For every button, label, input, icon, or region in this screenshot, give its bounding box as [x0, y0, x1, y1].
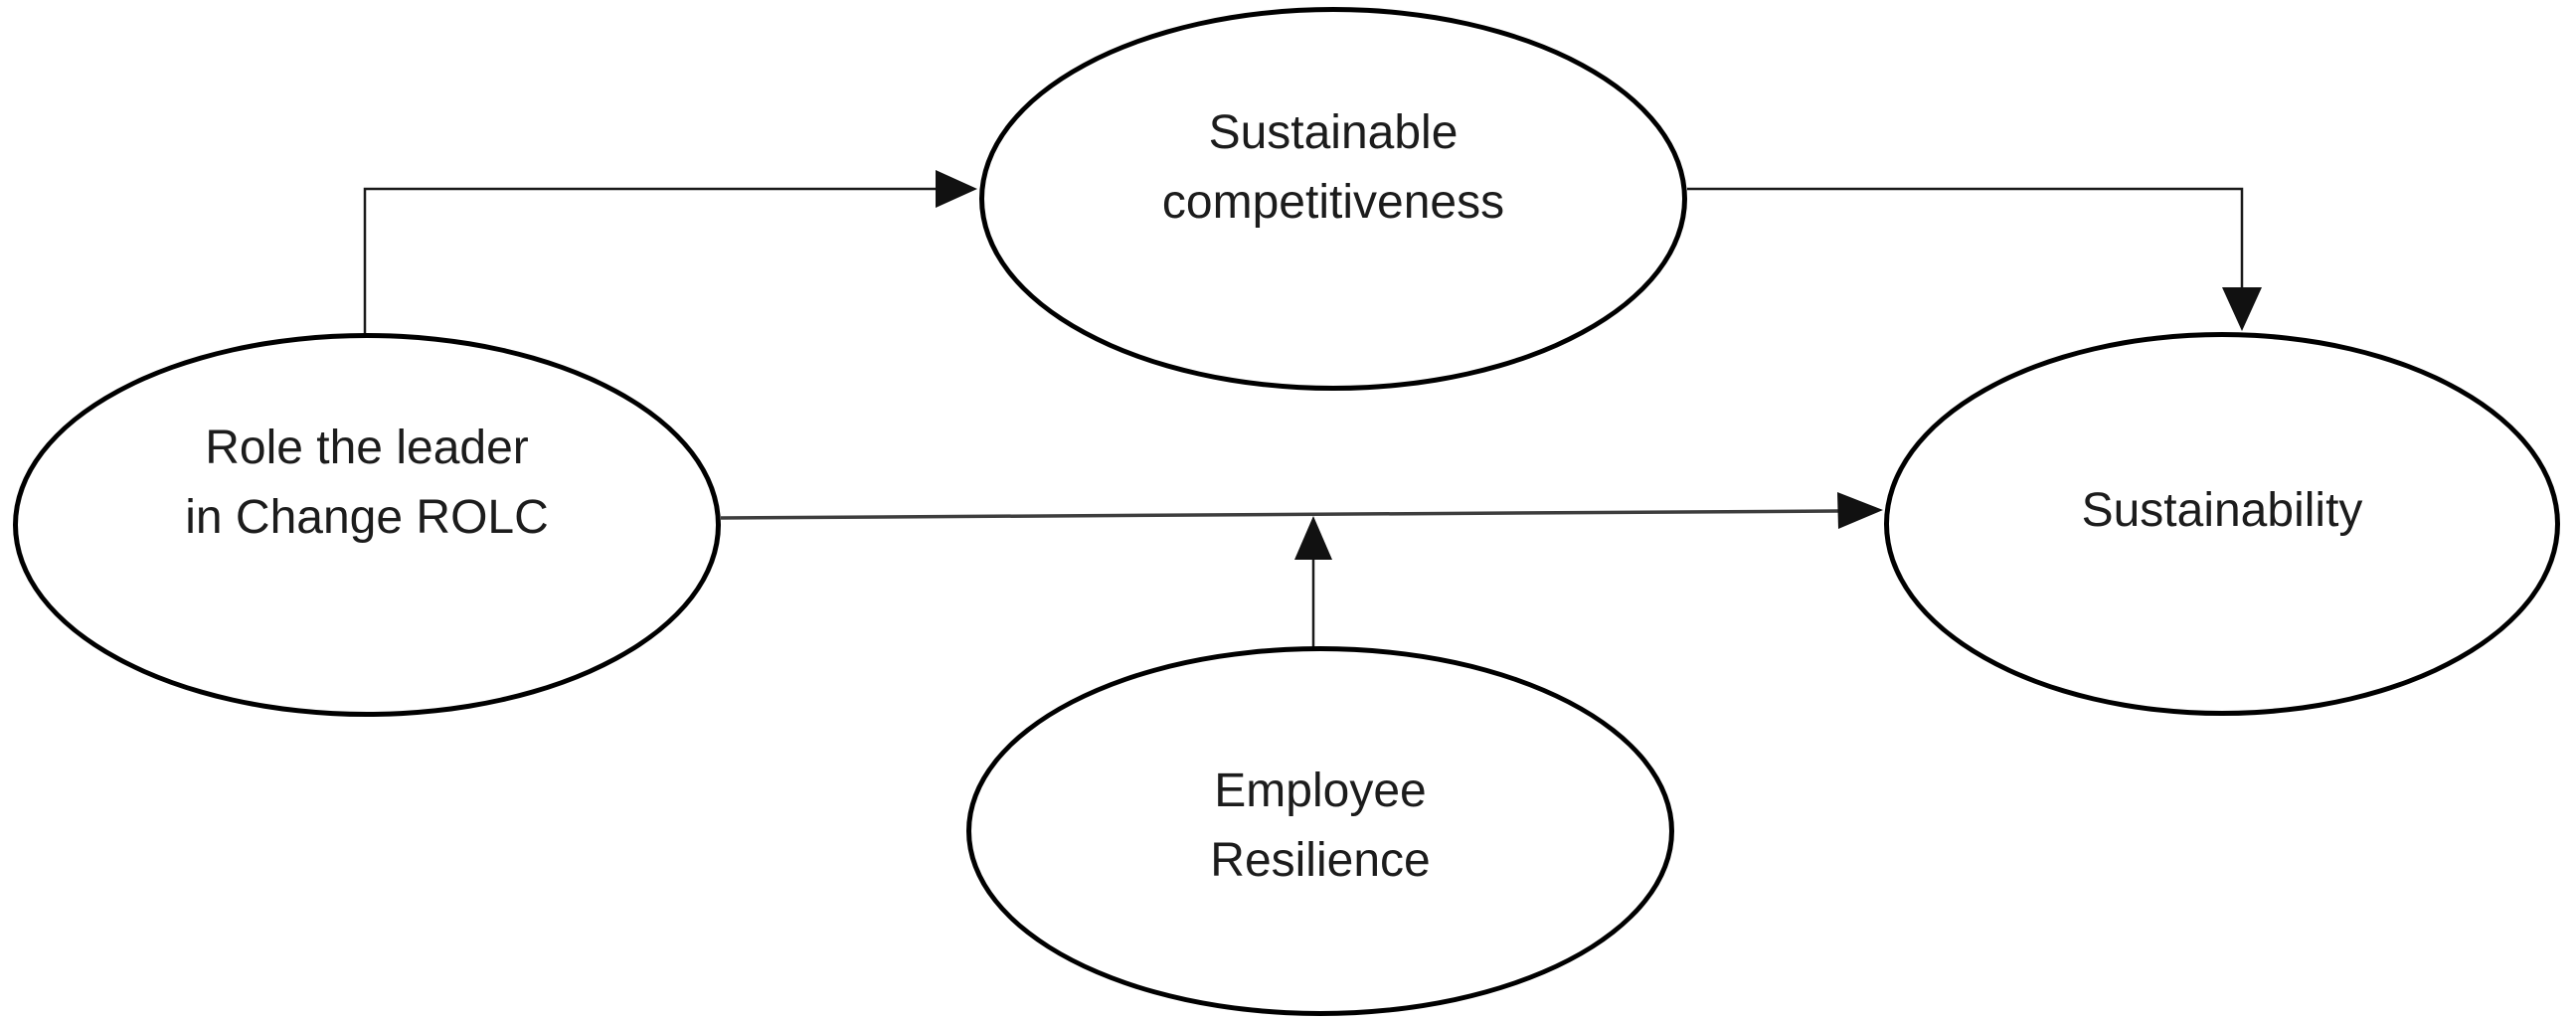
connector-line	[363, 187, 936, 334]
node-label-sustainability: Sustainability	[2082, 476, 2363, 546]
node-label-line: Resilience	[1210, 834, 1431, 887]
node-employee-resilience: Employee Resilience	[966, 646, 1674, 1016]
node-label-employee-resilience: Employee Resilience	[1210, 757, 1430, 896]
arrowhead-up-icon	[1294, 516, 1332, 560]
connector-rolc-to-sustainable-competitiveness	[363, 170, 977, 334]
node-label-line: competitiveness	[1161, 176, 1505, 229]
node-label-sustainable-competitiveness: Sustainable competitiveness	[1162, 98, 1504, 238]
node-sustainable-competitiveness: Sustainable competitiveness	[979, 7, 1687, 391]
node-label-line: Sustainable	[1208, 106, 1459, 159]
arrowhead-right-icon	[936, 170, 977, 208]
connector-employee-resilience-to-rolc-sustainability-line	[1294, 516, 1332, 647]
node-label-rolc: Role the leader in Change ROLC	[185, 414, 549, 553]
connector-line	[720, 509, 1840, 520]
arrowhead-right-icon	[1837, 492, 1883, 529]
node-sustainability: Sustainability	[1884, 332, 2560, 716]
connector-rolc-to-sustainability	[720, 492, 1883, 529]
connector-line	[1687, 187, 2244, 289]
node-label-line: Sustainability	[2081, 484, 2363, 537]
node-label-line: Role the leader	[205, 422, 529, 474]
connector-sustainable-competitiveness-to-sustainability	[1687, 187, 2262, 331]
node-role-the-leader-in-change-rolc: Role the leader in Change ROLC	[13, 333, 721, 717]
node-label-line: Employee	[1214, 765, 1427, 817]
node-label-line: in Change ROLC	[185, 491, 549, 544]
arrowhead-down-icon	[2222, 287, 2262, 331]
